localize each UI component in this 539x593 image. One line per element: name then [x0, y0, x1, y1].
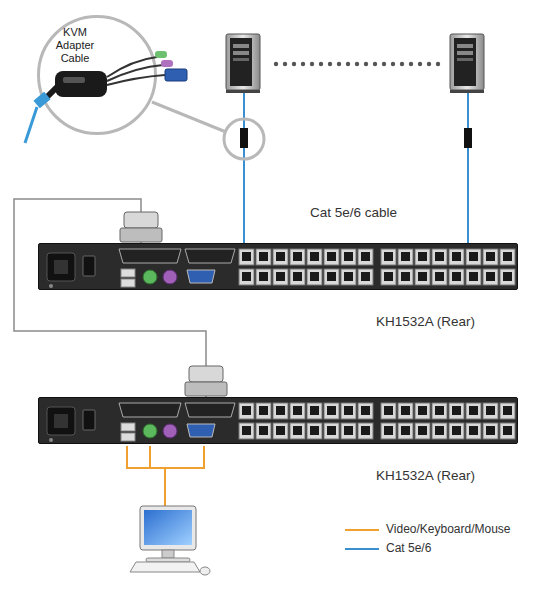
cat-cable — [467, 93, 469, 243]
callout-circle — [224, 119, 264, 159]
callout-leader — [152, 102, 226, 132]
legend-sample — [345, 529, 379, 531]
dot — [400, 62, 404, 66]
dot — [292, 62, 296, 66]
dot — [418, 62, 422, 66]
chain-plug — [185, 366, 227, 396]
dot — [346, 62, 350, 66]
ferrite — [464, 128, 472, 148]
server-tower — [226, 34, 260, 93]
device-label: KH1532A (Rear) — [376, 314, 475, 329]
dot — [283, 62, 287, 66]
legend-text: Cat 5e/6 — [386, 541, 431, 555]
cable-label: Cat 5e/6 cable — [310, 205, 397, 220]
legend-text: Video/Keyboard/Mouse — [386, 522, 511, 536]
chain-plug — [120, 212, 162, 242]
dot — [364, 62, 368, 66]
console-pc — [130, 506, 210, 575]
dot — [337, 62, 341, 66]
cat-cable — [243, 93, 245, 243]
kvm-switch-panel: KH1532A (Rear) — [38, 243, 518, 290]
server-tower — [450, 34, 484, 93]
dot — [382, 62, 386, 66]
console-cable — [127, 446, 204, 506]
legend-sample — [345, 548, 379, 550]
device-label: KH1532A (Rear) — [376, 468, 475, 483]
dot — [319, 62, 323, 66]
panel-ports — [39, 398, 519, 445]
callout-label: KVM Adapter Cable — [44, 26, 106, 65]
dot — [301, 62, 305, 66]
adapter-cable-art — [37, 15, 157, 135]
dot — [436, 62, 440, 66]
chain-cable — [14, 199, 206, 397]
kvm-switch-panel: KH1532A (Rear) — [38, 397, 518, 444]
ferrite — [240, 128, 248, 148]
dot — [274, 62, 278, 66]
dot — [409, 62, 413, 66]
dot — [355, 62, 359, 66]
dot — [310, 62, 314, 66]
callout-circle: KVM Adapter Cable — [37, 15, 157, 135]
dot — [328, 62, 332, 66]
dot — [373, 62, 377, 66]
dot — [427, 62, 431, 66]
ellipsis-dots — [274, 62, 440, 66]
dot — [391, 62, 395, 66]
panel-ports — [39, 244, 519, 291]
